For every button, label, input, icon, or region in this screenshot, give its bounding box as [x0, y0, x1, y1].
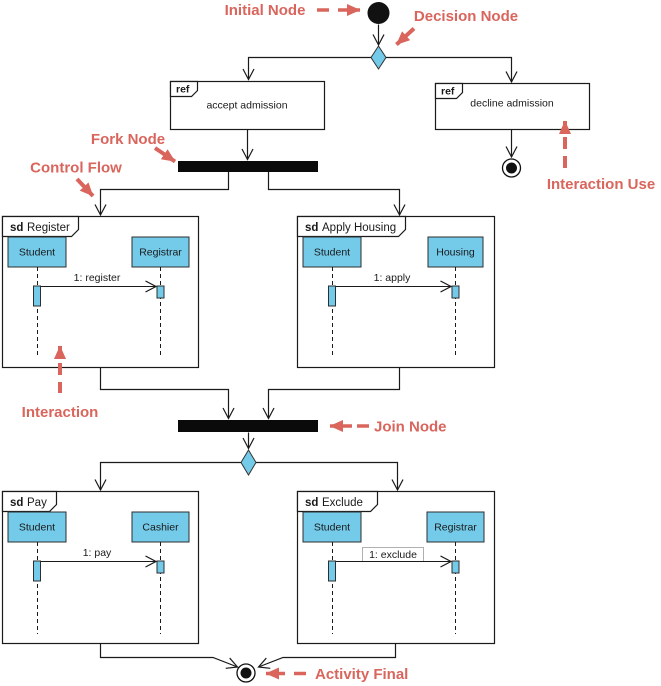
lifeline-head-registrar: [426, 511, 485, 543]
annotation-interaction: Interaction: [22, 404, 99, 421]
annotation-activity-final: Activity Final: [315, 666, 408, 683]
lifeline-head-student: [302, 511, 362, 543]
frame-tag: [1, 490, 58, 513]
control-flow-fork-to-apply: [267, 172, 400, 215]
frame-tag: [296, 490, 379, 513]
annotation-arrow-control-flow: [75, 177, 95, 198]
annotation-initial-node: Initial Node: [225, 2, 306, 19]
control-flow-decision-to-accept: [249, 56, 371, 80]
lifeline-name: Student: [314, 522, 350, 534]
activation-bar: [33, 285, 41, 307]
control-flow-fork-to-register: [101, 172, 230, 215]
ref-frame-accept-admission: ref accept admission: [169, 80, 326, 131]
final-inner-dot: [506, 162, 517, 174]
frame-tag-name: Exclude: [322, 497, 363, 509]
lifeline-name: Registrar: [139, 247, 182, 259]
annotation-decision-node: Decision Node: [414, 8, 518, 25]
lifeline-head-registrar: [131, 236, 190, 268]
frame-tag-keyword: sd: [305, 497, 318, 509]
control-flow-decision-to-decline: [386, 56, 512, 83]
initial-node: [367, 2, 390, 24]
frame-tag-label: ref: [441, 86, 455, 98]
sd-frame-exclude: sd Exclude Student Registrar 1: exclude: [296, 490, 496, 645]
message-label: 1: register: [74, 272, 121, 284]
decision-node-bottom: [240, 449, 257, 476]
frame-tag-label: ref: [176, 84, 190, 96]
frame-tag-name: Register: [27, 222, 70, 234]
ref-frame-decline-admission: ref decline admission: [434, 82, 591, 131]
activity-final-node-top: [501, 158, 522, 178]
control-flow-exclude-to-final: [259, 644, 397, 667]
frame-tag-name: Pay: [27, 497, 47, 509]
control-flow-apply-to-join: [269, 368, 401, 419]
lifeline-head-housing: [427, 236, 484, 268]
control-flow-decision-to-exclude: [256, 461, 398, 491]
join-node-bar: [178, 420, 318, 432]
lifeline-head-student: [7, 236, 67, 268]
annotation-interaction-use: Interaction Use: [547, 176, 655, 193]
frame-tag-name: Apply Housing: [322, 222, 396, 234]
annotation-arrow-decision-node: [395, 27, 416, 46]
control-flow-decision-to-pay: [101, 461, 241, 491]
control-flow-register-to-join: [99, 368, 229, 419]
annotation-join-node: Join Node: [374, 419, 447, 436]
lifeline-name: Housing: [436, 247, 475, 259]
sd-frame-pay: sd Pay Student Cashier 1: pay: [1, 490, 200, 645]
activation-bar: [328, 560, 336, 582]
activity-final-node-bottom: [236, 663, 256, 683]
frame-tag-keyword: sd: [10, 497, 23, 509]
lifeline-head-student: [7, 511, 67, 543]
annotation-arrow-fork-node: [153, 146, 177, 164]
frame-tag: [1, 215, 80, 238]
activation-bar: [156, 560, 165, 574]
activation-bar: [328, 285, 336, 307]
lifeline-name: Student: [314, 247, 350, 259]
activation-bar: [451, 285, 460, 299]
frame-tag-keyword: sd: [10, 222, 23, 234]
frame-tag: [169, 80, 199, 98]
lifeline-name: Student: [19, 522, 55, 534]
sd-frame-apply-housing: sd Apply Housing Student Housing 1: appl…: [296, 215, 496, 369]
message-label: 1: exclude: [369, 549, 417, 561]
lifeline-head-student: [302, 236, 362, 268]
frame-tag-keyword: sd: [305, 222, 318, 234]
activation-bar: [156, 285, 165, 299]
activation-bar: [451, 560, 460, 574]
annotation-fork-node: Fork Node: [91, 131, 165, 148]
lifeline-name: Cashier: [142, 522, 179, 534]
message-label: 1: pay: [83, 547, 112, 559]
sd-frame-register: sd Register Student Registrar 1: registe…: [1, 215, 200, 369]
frame-tag: [296, 215, 407, 238]
decision-node: [370, 45, 387, 70]
frame-tag: [434, 82, 464, 100]
lifeline-name: Registrar: [434, 522, 477, 534]
activation-bar: [33, 560, 41, 582]
frame-label: accept admission: [206, 100, 287, 112]
frame-label: decline admission: [470, 98, 554, 110]
final-inner-dot: [240, 667, 252, 679]
control-flow-pay-to-final: [99, 644, 238, 667]
fork-node-bar: [178, 161, 318, 172]
lifeline-name: Student: [19, 247, 55, 259]
annotation-control-flow: Control Flow: [30, 160, 122, 177]
message-label: 1: apply: [374, 272, 412, 284]
